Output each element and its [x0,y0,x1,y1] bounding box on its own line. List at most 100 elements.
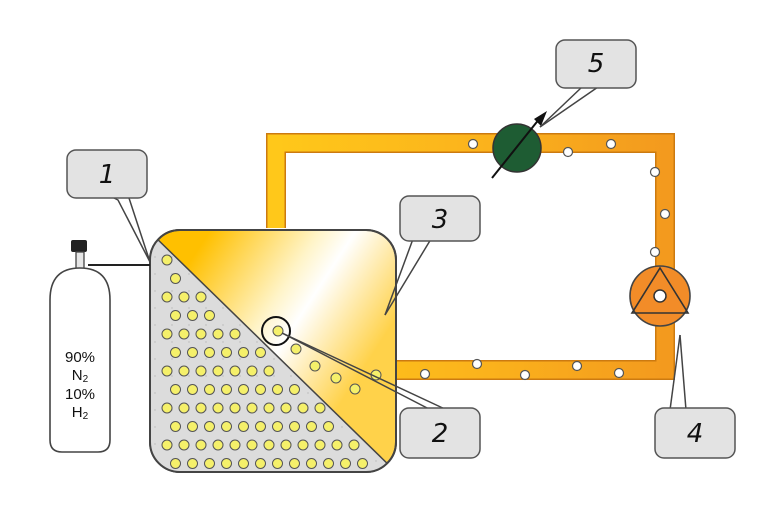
tank-bubble [212,439,224,451]
gas-cylinder-icon: 90% N2 10% H2 [49,240,150,453]
tank-bubble [170,421,181,432]
tank-bubble [263,439,275,451]
callout-4-label: 4 [687,419,704,449]
tank-bubble [255,347,266,358]
variable-valve-icon [491,111,547,179]
tank-bubble [187,458,198,469]
tank-bubble [263,402,275,414]
tank-bubble [246,402,258,414]
callout-1: 1 [66,149,148,199]
tank-bubble [306,421,317,432]
tank-bubble [221,347,232,358]
callout-5-label: 5 [588,49,605,79]
tank-bubble [161,328,173,340]
pipe-bubbles [419,138,671,381]
tank-bubble [178,402,190,414]
tank-bubble [255,384,266,395]
tank-bubble [178,439,190,451]
cylinder-line-2-sub: 2 [83,374,89,385]
tank-bubble [314,439,326,451]
tank-bubble [280,402,292,414]
tank-bubble [178,328,190,340]
tank-bubble [170,458,181,469]
tank-bubble [314,402,326,414]
tank-bubble [178,291,190,303]
callout-3: 3 [399,195,481,242]
tank-bubble [161,402,173,414]
tank-bubble [340,458,351,469]
tank-bubble [255,421,266,432]
cylinder-line-4-sub: 2 [83,411,89,422]
callout-4: 4 [654,407,736,459]
tank-bubble [229,365,241,377]
tank-bubble [272,458,283,469]
cylinder-line-3: 10% [65,386,95,403]
callout-5: 5 [555,39,637,89]
tank-bubble [212,328,224,340]
tank-bubble [187,421,198,432]
tank-bubble [357,458,368,469]
tank-bubble [229,328,241,340]
tank-bubble [221,458,232,469]
tank-bubble [280,439,292,451]
tank-bubble [221,421,232,432]
tank-bubble [212,365,224,377]
tank-bubble [187,384,198,395]
tank-bubble [170,273,181,284]
tank-bubble [195,402,207,414]
callout-1-label: 1 [99,160,116,190]
pump-icon [629,265,691,327]
tank-bubble [289,458,300,469]
tank-bubble [263,365,275,377]
tank-bubble [229,439,241,451]
tank-bubble [272,384,283,395]
tank-bubble [289,384,300,395]
tank-bubble [297,402,309,414]
tank-bubble [161,291,173,303]
callout-2: 2 [399,407,481,459]
tank-bubble [331,439,343,451]
tank-bubble [204,458,215,469]
callout-2-label: 2 [432,419,449,449]
tank-bubbles [161,254,368,469]
tank-bubble [170,310,181,321]
tank-bubble [178,365,190,377]
tank-bubble [195,365,207,377]
tank-bubble [170,384,181,395]
tank-bubble [187,310,198,321]
tank-bubble [238,458,249,469]
tank-bubble [238,347,249,358]
callout-3-label: 3 [432,205,449,235]
tank-bubble [212,402,224,414]
highlight-ring [261,316,291,346]
tank-bubble [204,421,215,432]
tank-bubble [238,384,249,395]
tank-bubble [195,439,207,451]
tank-bubble [289,421,300,432]
tank-bubble [229,402,241,414]
cylinder-line-2-group: N2 [72,367,89,385]
tank-bubble [187,347,198,358]
tank-bubble [323,421,334,432]
tank-bubble [306,458,317,469]
tank-bubble [195,328,207,340]
tank-bubble [161,254,173,266]
tank-bubble [204,384,215,395]
callout-leaders [107,86,687,411]
tank-bubble [255,458,266,469]
tank-bubble [161,439,173,451]
tank-bubble [204,347,215,358]
tank-bubble [246,365,258,377]
tank-bubble [246,439,258,451]
tank-bubble [323,458,334,469]
tank-bubble [195,291,207,303]
cylinder-line-2: N [72,367,83,384]
tank-bubble [297,439,309,451]
cylinder-line-1: 90% [65,349,95,366]
cylinder-line-4-group: H2 [72,404,89,422]
tank-bubble [272,421,283,432]
tank-bubble [161,365,173,377]
bubble-trail [272,325,382,395]
